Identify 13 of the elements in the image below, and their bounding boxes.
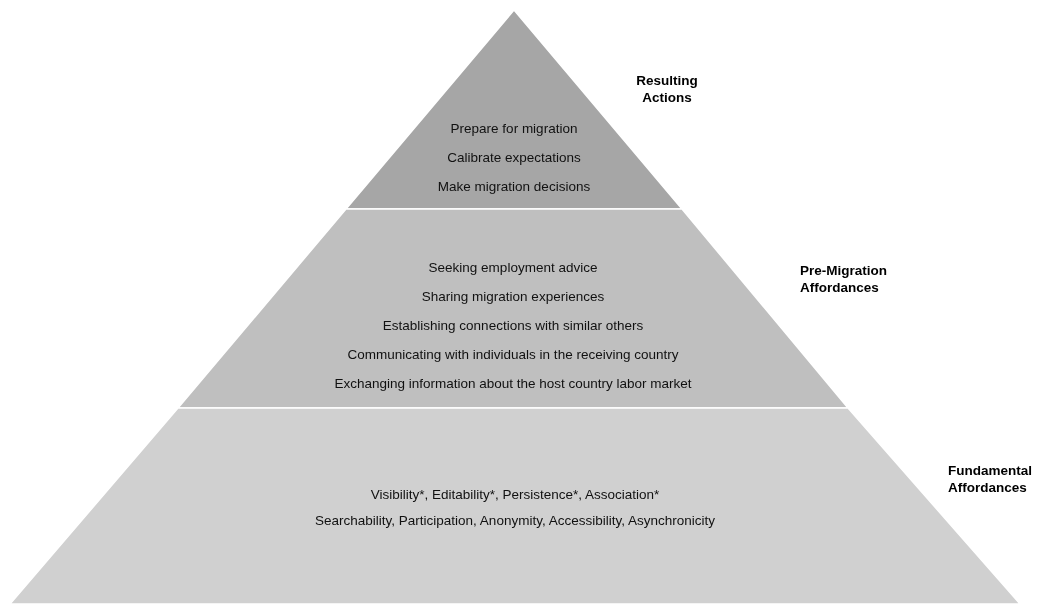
tier-item: Prepare for migration [450,121,578,137]
tier-heading: Fundamental Affordances [948,462,1033,496]
tier-heading: Resulting Actions [635,72,699,106]
tier-item: Communicating with individuals in the receiving country [347,347,679,363]
tier-item: Visibility*, Editability*, Persistence*, Association* [370,487,660,503]
tier-item: Calibrate expectations [447,150,581,166]
tier-item: Exchanging information about the host country labor market [334,376,692,392]
tier-item: Sharing migration experiences [421,289,605,305]
tier-item: Make migration decisions [437,179,591,195]
tier-heading: Pre-Migration Affordances [800,262,888,296]
tier-item: Establishing connections with similar others [382,318,644,334]
tier-item: Seeking employment advice [428,260,598,276]
tier-item: Searchability, Participation, Anonymity, Accessibility, Asynchronicity [315,513,715,529]
